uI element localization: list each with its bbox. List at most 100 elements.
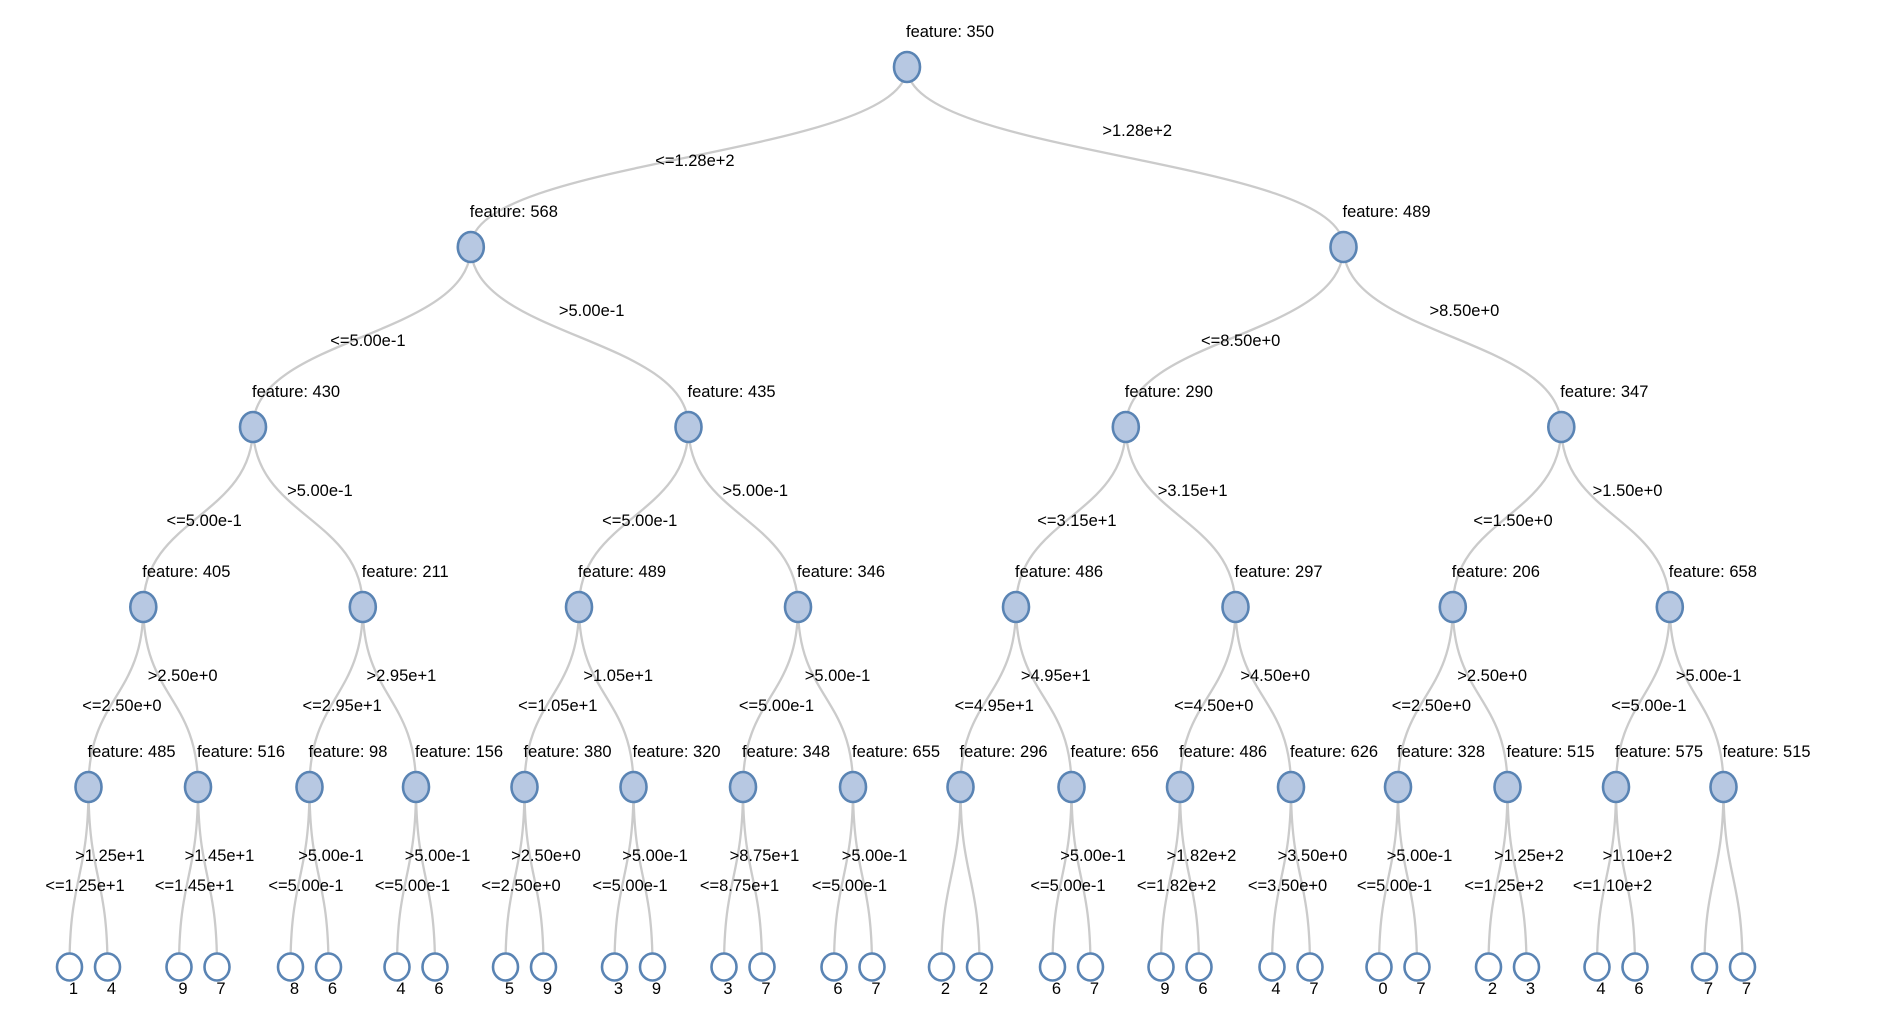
edge-right <box>687 425 800 609</box>
edge-threshold-label-gt: >3.15e+1 <box>1158 482 1228 500</box>
edge-left <box>504 785 526 969</box>
node-feature-label: feature: 211 <box>362 563 449 581</box>
edge-left <box>1487 785 1509 969</box>
leaf-value-label: 2 <box>941 980 950 998</box>
leaf-node <box>529 952 558 982</box>
node-feature-label: feature: 380 <box>524 743 612 761</box>
edge-threshold-label-le: <=5.00e-1 <box>602 512 677 530</box>
node-feature-label: feature: 290 <box>1125 383 1213 401</box>
edge-left <box>142 425 255 609</box>
node-feature-label: feature: 348 <box>742 743 830 761</box>
edge-right <box>469 245 690 429</box>
edge-threshold-label-gt: >1.28e+2 <box>1102 122 1172 140</box>
edge-threshold-label-gt: >4.95e+1 <box>1021 667 1091 685</box>
node-feature-label: feature: 435 <box>688 383 776 401</box>
edge-threshold-label-le: <=5.00e-1 <box>330 332 405 350</box>
tree-node <box>510 770 539 804</box>
edge-left <box>1051 785 1073 969</box>
edge-threshold-label-le: <=2.95e+1 <box>302 697 381 715</box>
edge-threshold-label-le: <=5.00e-1 <box>1357 877 1432 895</box>
edge-threshold-label-gt: >2.95e+1 <box>367 667 437 685</box>
edge-threshold-label-gt: >5.00e-1 <box>287 482 353 500</box>
edge-left <box>523 605 581 789</box>
edge-threshold-label-le: <=2.50e+0 <box>82 697 161 715</box>
leaf-value-label: 7 <box>1742 980 1751 998</box>
edge-left <box>308 605 364 789</box>
node-feature-label: feature: 486 <box>1179 743 1267 761</box>
tree-node <box>1111 410 1141 444</box>
edge-threshold-label-gt: >5.00e-1 <box>805 667 871 685</box>
node-feature-label: feature: 515 <box>1507 743 1595 761</box>
edge-threshold-label-le: <=3.50e+0 <box>1248 877 1327 895</box>
node-feature-label: feature: 515 <box>1723 743 1811 761</box>
leaf-value-label: 6 <box>434 980 443 998</box>
leaf-value-label: 9 <box>543 980 552 998</box>
leaf-value-label: 7 <box>216 980 225 998</box>
edge-left <box>1614 605 1671 789</box>
edge-right <box>1506 785 1528 969</box>
edge-threshold-label-gt: >1.45e+1 <box>185 847 255 865</box>
tree-node <box>1655 590 1685 624</box>
tree-node <box>1221 590 1250 624</box>
edge-left <box>741 605 800 789</box>
edge-threshold-label-le: <=1.10e+2 <box>1573 877 1652 895</box>
leaf-node <box>1038 952 1067 982</box>
leaf-node <box>1690 952 1719 982</box>
leaf-node <box>1728 952 1757 982</box>
edge-threshold-label-le: <=8.50e+0 <box>1201 332 1280 350</box>
node-feature-label: feature: 405 <box>142 563 230 581</box>
node-feature-label: feature: 516 <box>197 743 285 761</box>
leaf-node <box>1512 952 1541 982</box>
edge-right <box>959 785 981 969</box>
leaf-value-label: 7 <box>761 980 770 998</box>
tree-node <box>1001 590 1031 624</box>
leaf-node <box>638 952 667 982</box>
tree-node <box>674 410 703 444</box>
edge-right <box>1178 785 1201 969</box>
leaf-node <box>1296 952 1324 982</box>
tree-node <box>74 770 103 804</box>
tree-node <box>1438 590 1468 624</box>
edge-right <box>196 785 219 969</box>
edge-threshold-label-gt: >5.00e-1 <box>1060 847 1126 865</box>
tree-node <box>1547 410 1576 444</box>
edge-threshold-label-le: <=1.25e+1 <box>45 877 124 895</box>
edge-threshold-label-gt: >5.00e-1 <box>1676 667 1742 685</box>
leaf-node <box>314 952 343 982</box>
edge-threshold-label-le: <=5.00e-1 <box>1611 697 1686 715</box>
tree-node <box>892 50 922 84</box>
leaf-node <box>1621 952 1649 982</box>
edge-right <box>1124 425 1237 609</box>
edge-right <box>361 605 418 789</box>
tree-node <box>783 590 813 624</box>
edge-right <box>1342 245 1563 429</box>
edge-left <box>1178 605 1237 789</box>
edge-right <box>577 605 635 789</box>
edge-right <box>905 65 1345 249</box>
tree-node <box>1057 770 1086 804</box>
edge-threshold-label-le: <=2.50e+0 <box>481 877 560 895</box>
leaf-node <box>965 952 994 982</box>
node-feature-label: feature: 575 <box>1615 743 1703 761</box>
edge-left <box>251 245 472 429</box>
leaf-node <box>1403 952 1431 982</box>
edge-left <box>722 785 745 969</box>
edge-left <box>1396 605 1454 789</box>
leaf-value-label: 7 <box>1090 980 1099 998</box>
edge-threshold-label-gt: >2.50e+0 <box>511 847 581 865</box>
edge-threshold-label-le: <=5.00e-1 <box>1030 877 1105 895</box>
node-feature-label: feature: 346 <box>797 563 885 581</box>
leaf-value-label: 8 <box>290 980 299 998</box>
leaf-node <box>1583 952 1611 982</box>
nodes-layer <box>55 50 1757 982</box>
tree-node <box>295 770 324 804</box>
edge-right <box>851 785 874 969</box>
edge-right <box>1234 605 1293 789</box>
edge-left <box>613 785 635 969</box>
edge-right <box>142 605 200 789</box>
leaf-value-label: 5 <box>505 980 514 998</box>
node-feature-label: feature: 98 <box>309 743 388 761</box>
edge-right <box>523 785 545 969</box>
leaf-node <box>748 952 776 982</box>
